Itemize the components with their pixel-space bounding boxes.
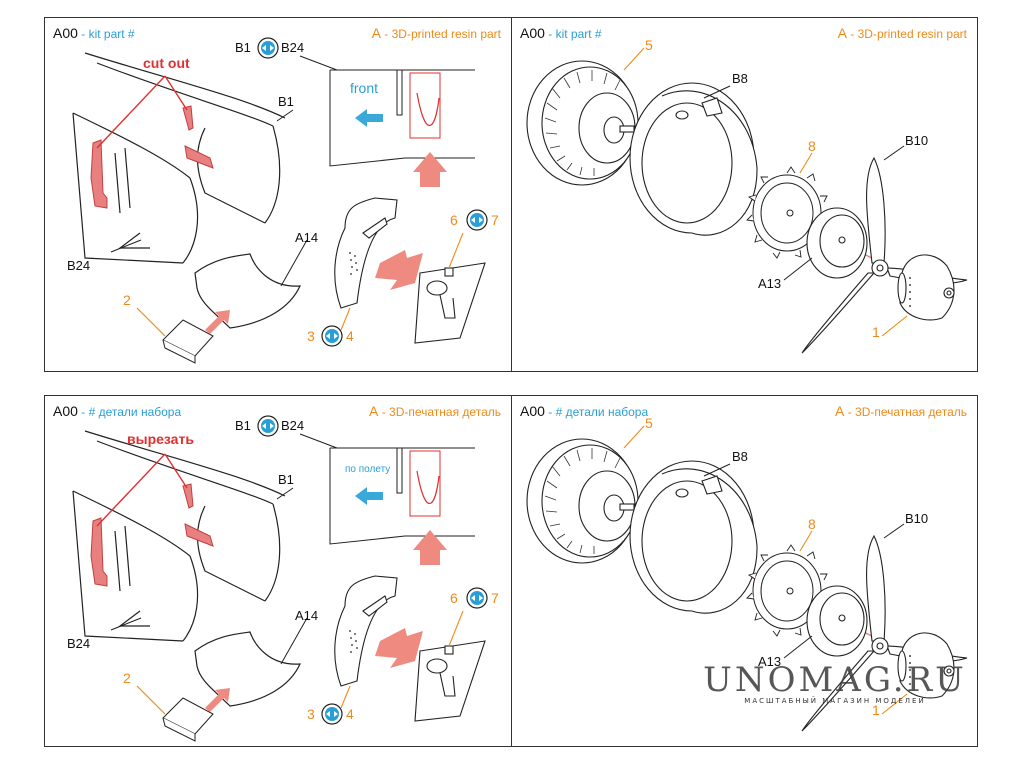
label-a13: A13 [758,654,782,669]
kit-part-legend: - # детали набора [77,405,182,419]
propeller-drawing [526,425,968,732]
label-a14: A14 [295,608,319,623]
panel-header-left: A00 - kit part # [520,25,602,41]
label-1: 1 [872,324,880,340]
label-7: 7 [491,590,499,606]
right-arrow-icon [205,688,230,712]
label-8: 8 [808,516,816,532]
part-code: A00 [53,403,78,419]
label-b8: B8 [732,71,748,86]
resin-part-legend: - 3D-печатная деталь [378,405,501,419]
label-7: 7 [491,212,499,228]
resin-part-legend: - 3D-printed resin part [380,27,501,41]
label-2: 2 [123,670,131,686]
front-direction-label: front [350,80,379,96]
label-a13: A13 [758,276,782,291]
panel-propeller-ru: A00 - # детали набора A - 3D-печатная де… [511,395,978,747]
part-code: A00 [520,403,545,419]
watermark-main: UNOMAG.RU [703,660,967,700]
label-1: 1 [872,702,880,718]
resin-part-legend: - 3D-печатная деталь [844,405,967,419]
watermark-subtitle: МАСШТАБНЫЙ МАГАЗИН МОДЕЛЕЙ [744,697,926,705]
left-arrow-icon [355,487,383,505]
label-6: 6 [450,212,458,228]
part-code: A00 [520,25,545,41]
label-b10: B10 [905,133,929,148]
panel-wing-en: A00 - kit part # A - 3D-printed resin pa… [44,17,512,372]
propeller-drawing [526,47,968,354]
panel-header-right: A - 3D-печатная деталь [835,403,967,419]
label-b1-option: B1 [235,418,251,433]
label-3: 3 [307,706,315,722]
right-arrow-icon [375,250,423,290]
panel-header-left: A00 - kit part # [53,25,135,41]
resin-code: A [371,25,381,41]
label-a14: A14 [295,230,319,245]
label-b24-option: B24 [281,418,305,433]
left-arrow-icon [355,109,383,127]
either-or-icon [321,703,343,725]
panel-header-left: A00 - # детали набора [520,403,648,419]
panel-header-right: A - 3D-printed resin part [372,25,501,41]
front-direction-label: по полету [345,464,391,475]
label-3: 3 [307,328,315,344]
part-code: A00 [53,25,78,41]
panel-header-right: A - 3D-печатная деталь [369,403,501,419]
kit-part-legend: - # детали набора [544,405,649,419]
wing-drawing [72,415,488,742]
watermark: UNOMAG.RU МАСШТАБНЫЙ МАГАЗИН МОДЕЛЕЙ [690,660,980,705]
label-b24-option: B24 [281,40,305,55]
panel-header-left: A00 - # детали набора [53,403,181,419]
up-arrow-icon [413,152,447,187]
kit-part-legend: - kit part # [77,27,135,41]
label-b1-option: B1 [235,40,251,55]
label-b1: B1 [278,94,294,109]
right-arrow-icon [375,628,423,668]
right-arrow-icon [205,310,230,334]
resin-part-legend: - 3D-printed resin part [846,27,967,41]
label-4: 4 [346,328,354,344]
either-or-icon [466,209,488,231]
label-6: 6 [450,590,458,606]
panel-wing-ru: A00 - # детали набора A - 3D-печатная де… [44,395,512,747]
label-4: 4 [346,706,354,722]
cut-out-label: вырезать [127,431,194,447]
label-8: 8 [808,138,816,154]
label-b10: B10 [905,511,929,526]
label-5: 5 [645,37,653,53]
label-5: 5 [645,415,653,431]
up-arrow-icon [413,530,447,565]
label-b8: B8 [732,449,748,464]
panel-header-right: A - 3D-printed resin part [838,25,967,41]
either-or-icon [257,37,279,59]
either-or-icon [257,415,279,437]
wing-drawing [72,37,488,364]
label-b24: B24 [67,258,91,273]
resin-code: A [835,403,845,419]
either-or-icon [466,587,488,609]
label-b1: B1 [278,472,294,487]
either-or-icon [321,325,343,347]
resin-code: A [369,403,379,419]
label-b24: B24 [67,636,91,651]
label-2: 2 [123,292,131,308]
cut-out-label: cut out [143,55,190,71]
kit-part-legend: - kit part # [544,27,602,41]
panel-propeller-en: A00 - kit part # A - 3D-printed resin pa… [511,17,978,372]
resin-code: A [837,25,847,41]
